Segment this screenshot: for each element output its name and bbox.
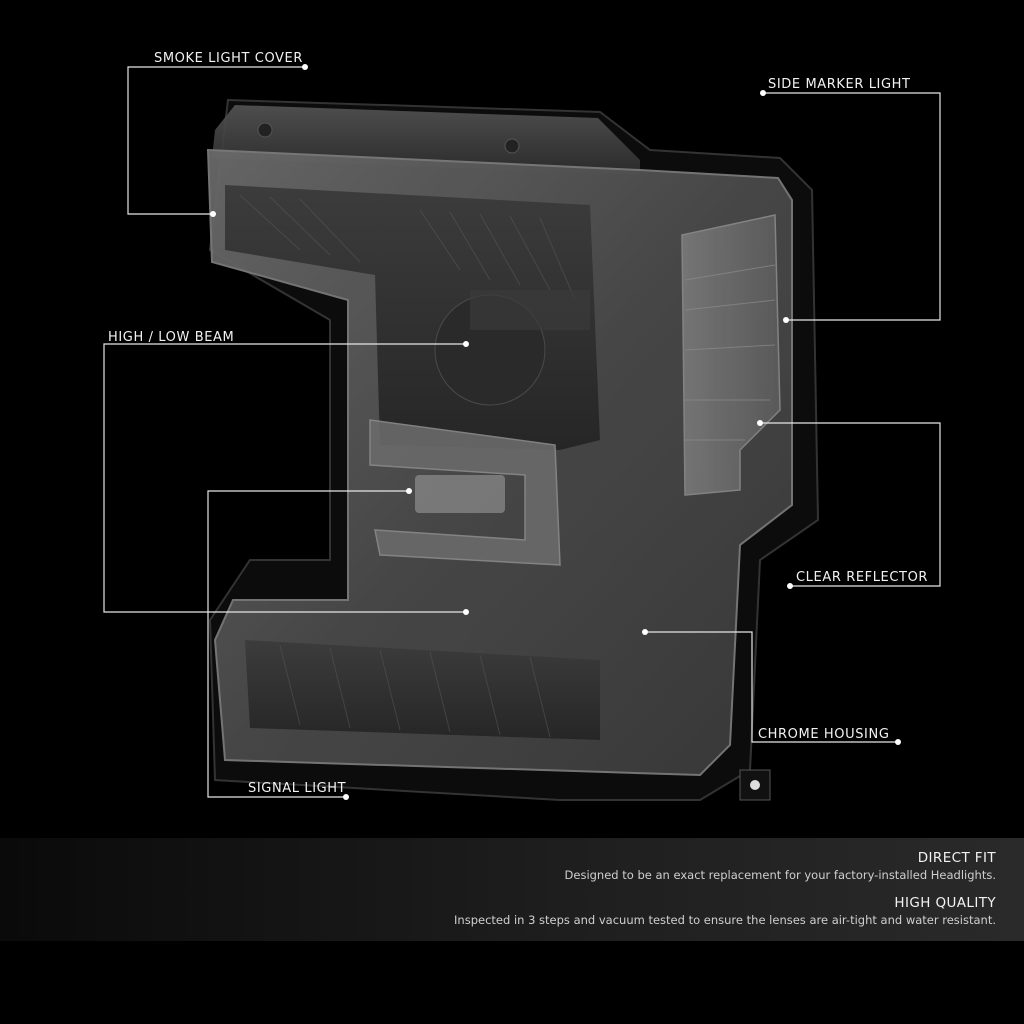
feature-info-band: DIRECT FIT Designed to be an exact repla… xyxy=(0,838,1024,941)
screw-left xyxy=(257,122,273,138)
label-clear-reflector: CLEAR REFLECTOR xyxy=(796,570,929,585)
lower-reflector-lines xyxy=(279,644,551,738)
callout-line-signal-light xyxy=(207,490,409,798)
signal-lamp xyxy=(415,475,505,513)
dot-clear-reflector-end xyxy=(787,583,793,589)
signal-light-bar xyxy=(369,419,561,566)
callout-line-side-marker xyxy=(763,92,941,321)
reflector-lines xyxy=(239,194,576,301)
dot-low-beam xyxy=(463,609,469,615)
dot-side-marker xyxy=(783,317,789,323)
callout-line-smoke-cover xyxy=(127,66,305,215)
mounting-hole xyxy=(750,780,760,790)
marker-ribs xyxy=(684,264,776,441)
feature-title-high-quality: HIGH QUALITY xyxy=(894,895,996,911)
callout-line-chrome-housing xyxy=(645,631,898,743)
headlight-assembly xyxy=(206,98,820,801)
callout-line-clear-reflector xyxy=(760,422,941,587)
label-signal-light: SIGNAL LIGHT xyxy=(248,781,347,796)
dot-chrome-housing xyxy=(642,629,648,635)
feature-desc-high-quality: Inspected in 3 steps and vacuum tested t… xyxy=(454,913,996,927)
label-high-low-beam: HIGH / LOW BEAM xyxy=(108,330,235,345)
label-chrome-housing: CHROME HOUSING xyxy=(758,727,890,742)
dot-smoke-cover xyxy=(210,211,216,217)
dot-signal-light xyxy=(406,488,412,494)
feature-desc-direct-fit: Designed to be an exact replacement for … xyxy=(564,868,996,882)
dot-high-beam xyxy=(463,341,469,347)
feature-title-direct-fit: DIRECT FIT xyxy=(917,850,996,866)
label-side-marker-light: SIDE MARKER LIGHT xyxy=(768,77,911,92)
label-smoke-light-cover: SMOKE LIGHT COVER xyxy=(154,51,303,66)
dot-smoke-cover-end xyxy=(302,64,308,70)
dot-chrome-housing-end xyxy=(895,739,901,745)
bulb-bracket xyxy=(470,290,590,330)
dot-signal-light-end xyxy=(343,794,349,800)
dot-clear-reflector xyxy=(757,420,763,426)
screw-right xyxy=(504,138,520,154)
side-marker-light xyxy=(681,214,781,496)
mounting-tab xyxy=(739,769,771,801)
callout-line-high-low-beam xyxy=(103,343,466,613)
callout-lines xyxy=(103,66,941,798)
dot-side-marker-end xyxy=(760,90,766,96)
callout-dots xyxy=(210,64,901,800)
